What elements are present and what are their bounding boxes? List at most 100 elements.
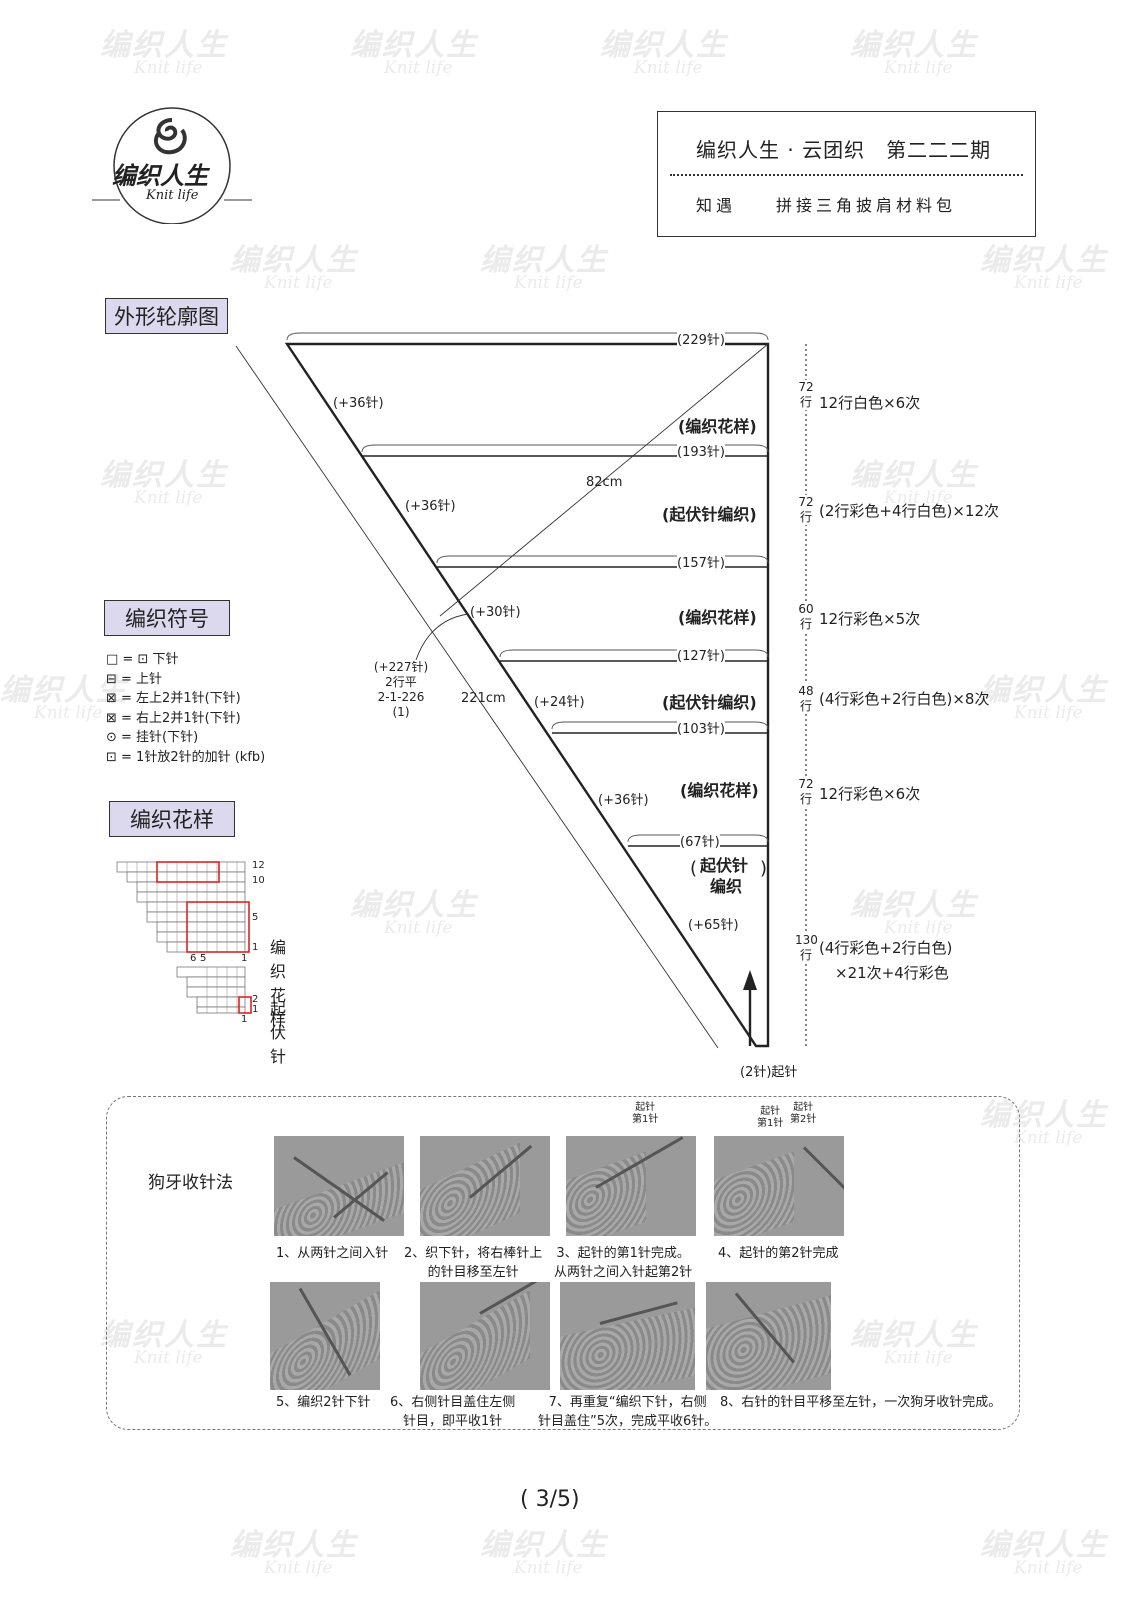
increase-label: (+24针) — [534, 695, 585, 710]
chart-row-label: 1 — [252, 1004, 259, 1015]
width-label: (127针) — [677, 645, 725, 664]
row-note: (4行彩色+2行白色)×8次 — [819, 690, 990, 708]
width-label: (67针) — [680, 831, 720, 850]
row-note: 12行彩色×5次 — [819, 610, 921, 628]
step-caption: 4、起针的第2针完成 — [718, 1246, 839, 1261]
brand-logo: 编织人生 Knit life — [92, 104, 252, 225]
chart-col-label: 6 — [190, 953, 197, 964]
photo-note: 起针第1针 — [757, 1106, 784, 1129]
chart-col-label: 1 — [241, 953, 248, 964]
title-line-1: 编织人生 · 云团织 第二二二期 — [696, 138, 992, 162]
step-photo — [420, 1282, 550, 1390]
width-label: (103针) — [677, 718, 725, 737]
width-label: (229针) — [677, 329, 725, 348]
section-label: (编织花样) — [678, 608, 757, 627]
section-label: (起伏针编织) — [662, 693, 757, 712]
bind-off-panel — [106, 1096, 1020, 1430]
step-caption: 1、从两针之间入针 — [276, 1246, 389, 1261]
row-note: 12行白色×6次 — [819, 394, 921, 412]
symbol-k2tog: ⊠ = 左上2并1针(下针) — [106, 691, 241, 706]
step-photo — [560, 1282, 695, 1390]
section-label: (编织花样) — [680, 781, 759, 800]
photo-note: 起针第1针 — [632, 1102, 659, 1125]
symbol-kfb: ⊡ = 1针放2针的加针 (kfb) — [106, 749, 266, 765]
step-caption: 3、起针的第1针完成。从两针之间入针起第2针 — [554, 1246, 693, 1280]
section-label: (编织花样) — [678, 417, 757, 436]
chart-col-label: 5 — [200, 953, 207, 964]
step-photo — [714, 1136, 844, 1236]
note-line: 2-1-226 — [377, 690, 425, 704]
symbol-ssk: ⊠ = 右上2并1针(下针) — [106, 710, 241, 726]
section-header-pattern: 编织花样 — [109, 801, 235, 837]
section-header-symbols: 编织符号 — [104, 600, 230, 636]
photo-note: 起针第2针 — [790, 1102, 817, 1125]
symbol-knit: □ = ⊡ 下针 — [106, 652, 179, 667]
step-caption: 6、右侧针目盖住左侧针目，即平收1针 — [390, 1395, 516, 1429]
section-label-paren: ( — [690, 858, 698, 879]
chart-row-label: 5 — [252, 912, 259, 923]
step-caption: 8、右针的针目平移至左针，一次狗牙收针完成。 — [720, 1395, 1002, 1410]
step-photo — [566, 1136, 696, 1236]
chart-row-label: 1 — [252, 942, 259, 953]
page-number: ( 3/5) — [520, 1487, 580, 1512]
step-caption: 7、再重复“编织下针，右侧针目盖住”5次，完成平收6针。 — [538, 1395, 718, 1429]
dimension-line-82 — [439, 343, 769, 617]
bind-off-title: 狗牙收针法 — [148, 1173, 233, 1193]
dimension-82cm: 82cm — [586, 475, 623, 490]
increase-label: (+36针) — [333, 396, 384, 411]
cast-on-label: (2针)起针 — [740, 1065, 798, 1080]
section-label-paren: ) — [760, 858, 768, 879]
increase-label: (+30针) — [470, 605, 521, 620]
symbol-legend: □ = ⊡ 下针 ⊟ = 上针 ⊠ = 左上2并1针(下针) ⊠ = 右上2并1… — [106, 650, 265, 767]
chart-row-label: 10 — [252, 875, 265, 886]
note-line: (+227针) — [373, 660, 429, 674]
row-note: (2行彩色+4行白色)×12次 — [819, 502, 1000, 520]
logo-subtext: Knit life — [146, 188, 199, 203]
step-caption: 5、编织2针下针 — [276, 1395, 371, 1410]
symbol-purl: ⊟ = 上针 — [106, 671, 163, 687]
chart-row-label: 12 — [252, 860, 265, 871]
step-photo — [706, 1282, 831, 1390]
step-photo — [420, 1136, 550, 1236]
section-header-outline: 外形轮廓图 — [105, 298, 228, 334]
logo-text: 编织人生 — [112, 161, 208, 190]
row-note: 12行彩色×6次 — [819, 785, 921, 803]
stitch-chart-grid — [116, 861, 252, 1014]
section-label: 编织 — [710, 877, 743, 896]
row-note: ×21次+4行彩色 — [835, 964, 949, 982]
increase-label: (+36针) — [405, 499, 456, 514]
title-line-2: 知遇 拼接三角披肩材料包 — [696, 196, 957, 215]
chart-label-pattern: 编织花样 — [270, 938, 287, 1029]
dimension-line-221 — [235, 345, 719, 1049]
shawl-outline — [284, 342, 770, 1048]
note-line: (1) — [392, 705, 410, 719]
width-label: (157针) — [677, 552, 725, 571]
increase-label: (+36针) — [598, 793, 649, 808]
section-label: 起伏针 — [700, 856, 749, 875]
step-caption: 2、织下针，将右棒针上的针目移至左针 — [404, 1246, 543, 1280]
row-note: (4行彩色+2行白色) — [819, 939, 953, 957]
note-line: 2行平 — [385, 675, 417, 689]
chart-row-label: 2 — [252, 994, 259, 1005]
width-label: (193针) — [677, 441, 725, 460]
symbol-yarn-over: ⊙ = 挂针(下针) — [106, 730, 199, 745]
chart-col-label: 1 — [241, 1014, 248, 1025]
chart-label-garter: 起伏针 — [270, 999, 287, 1066]
increase-label: (+65针) — [688, 918, 739, 933]
title-divider — [670, 174, 1023, 176]
outline-diagram — [235, 332, 807, 1049]
title-box: 编织人生 · 云团织 第二二二期 知遇 拼接三角披肩材料包 — [657, 111, 1036, 237]
step-photo — [274, 1136, 404, 1236]
edge-increase-note: (+227针) 2行平 2-1-226 (1) — [372, 660, 430, 720]
section-label: (起伏针编织) — [662, 505, 757, 524]
dimension-221cm: 221cm — [461, 691, 506, 706]
